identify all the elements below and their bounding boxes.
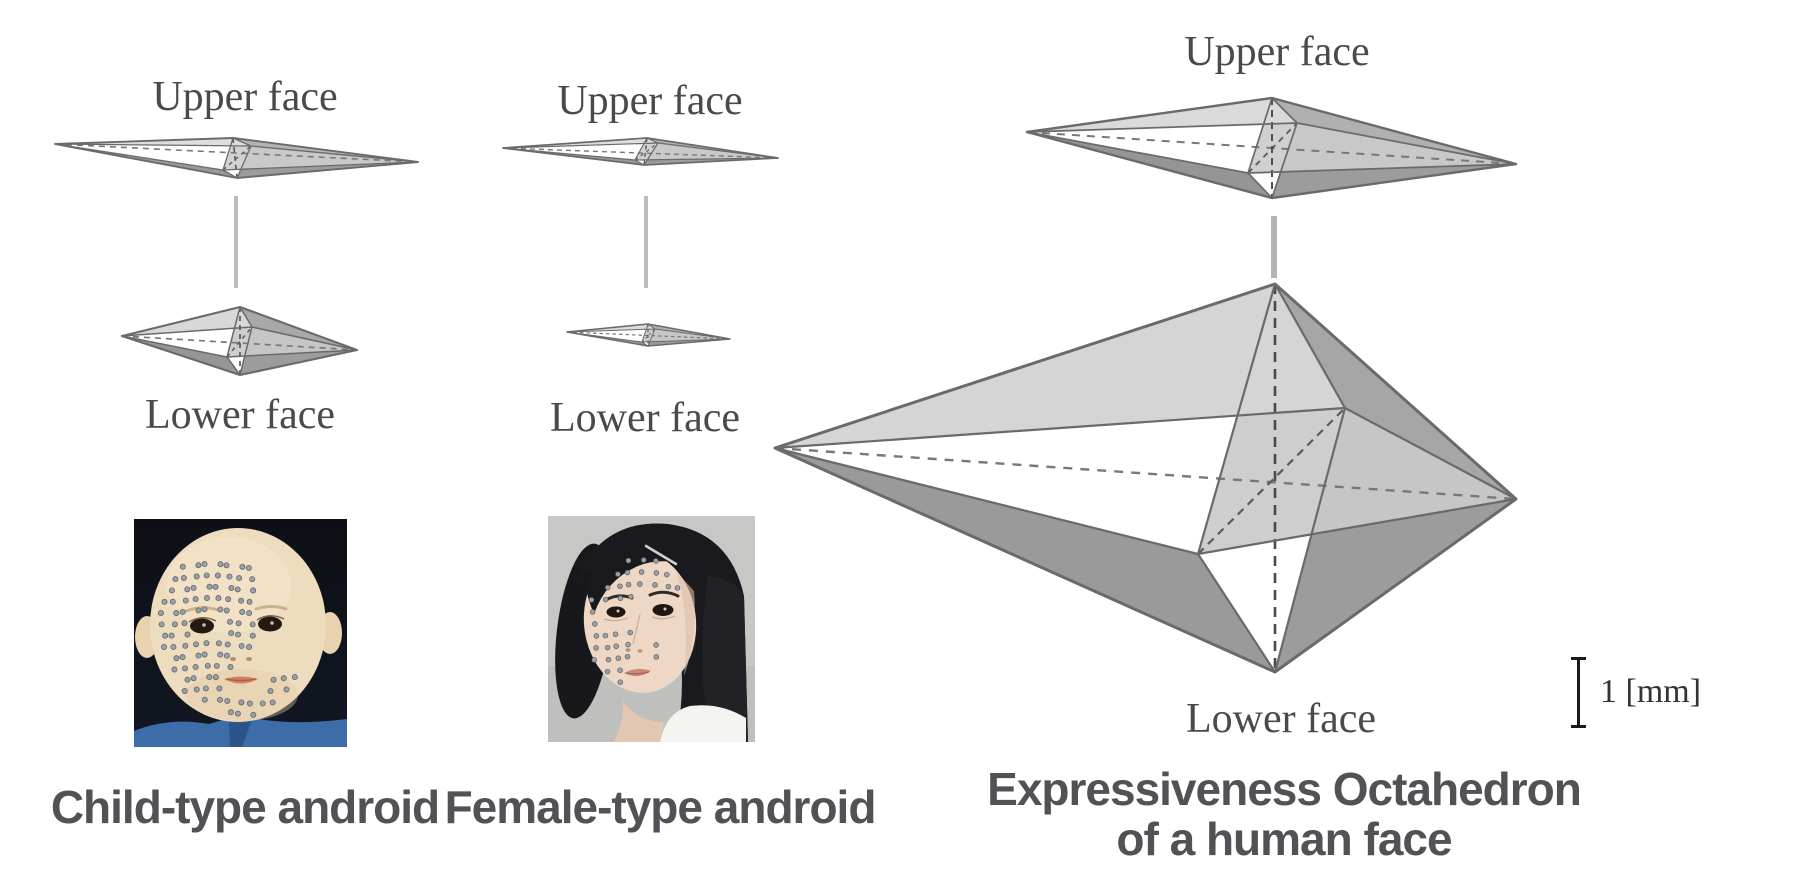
human-connector-line — [1271, 216, 1277, 278]
child-caption: Child-type android — [50, 781, 440, 833]
child-upper-face-label: Upper face — [152, 74, 338, 120]
child-connector-line — [234, 196, 238, 288]
child-android-photo — [134, 519, 347, 747]
female-lower-face-label: Lower face — [549, 395, 741, 441]
child-upper-octahedron — [54, 137, 419, 179]
female-upper-octahedron — [502, 137, 779, 166]
scale-bar-line — [1577, 658, 1580, 727]
child-lower-face-label: Lower face — [144, 392, 336, 438]
human-upper-face-label: Upper face — [1184, 29, 1370, 75]
female-caption: Female-type android — [444, 781, 877, 833]
human-expressiveness-octahedron — [773, 282, 1518, 674]
child-lower-octahedron — [120, 305, 359, 377]
female-android-photo — [548, 516, 755, 742]
female-connector-line — [644, 196, 648, 288]
female-upper-face-label: Upper face — [557, 78, 743, 124]
human-upper-octahedron — [1025, 96, 1518, 200]
scale-bar-label: 1 [mm] — [1600, 673, 1702, 710]
child-marker-dots — [157, 561, 298, 718]
scale-bar-top-cap — [1571, 657, 1586, 660]
female-lower-octahedron — [566, 323, 731, 347]
human-caption-line1: Expressiveness Octahedron — [987, 763, 1582, 815]
scale-bar-bottom-cap — [1571, 725, 1586, 728]
female-marker-dots — [588, 557, 681, 685]
human-lower-face-label: Lower face — [1185, 696, 1377, 742]
human-caption-line2: of a human face — [1116, 813, 1452, 865]
